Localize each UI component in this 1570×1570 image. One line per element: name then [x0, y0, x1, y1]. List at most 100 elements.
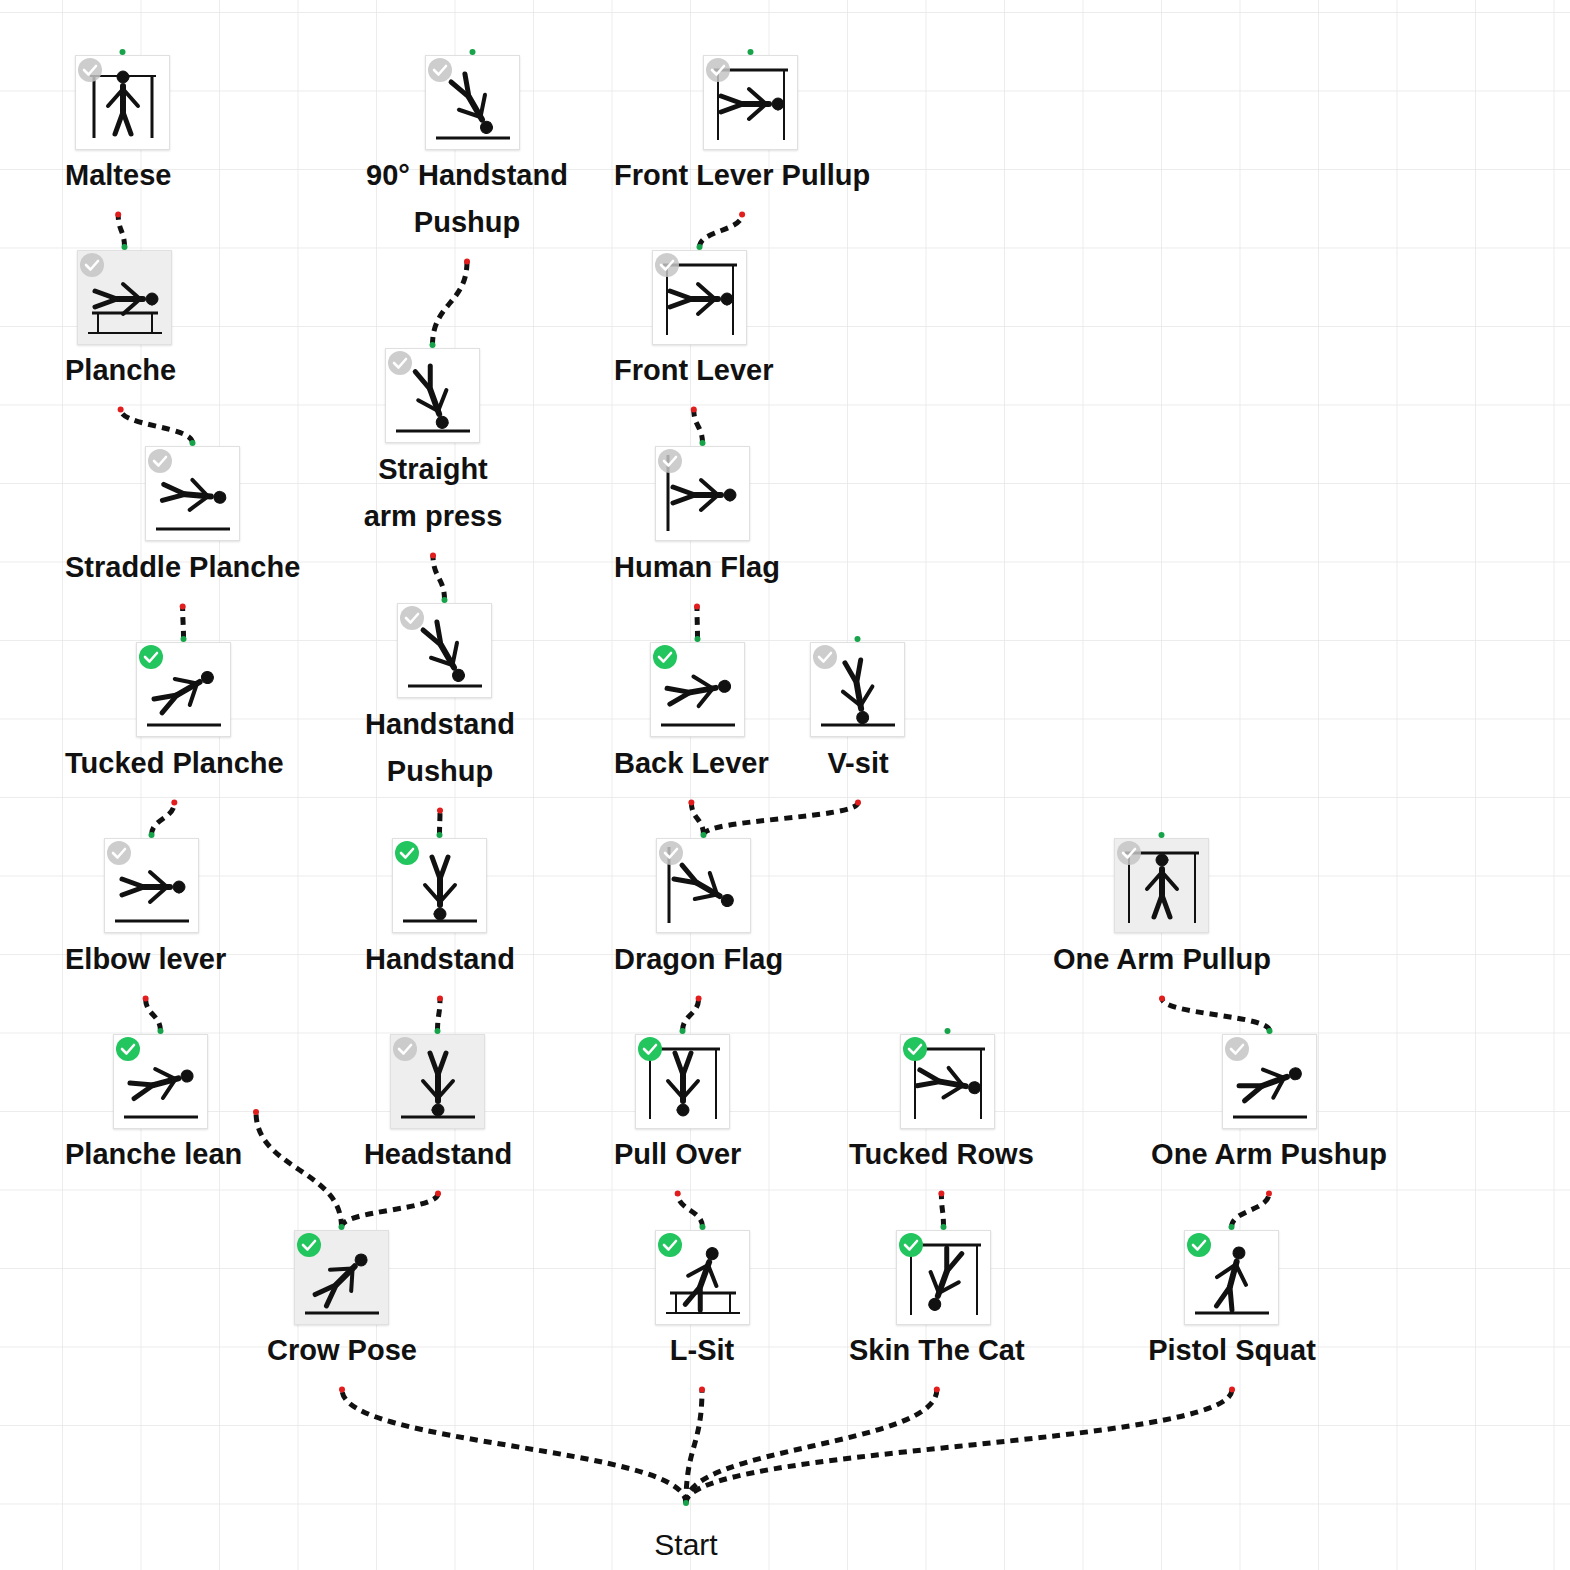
athlete-figure — [670, 284, 733, 314]
skill-icon — [656, 447, 749, 540]
skill-icon — [105, 839, 198, 932]
skill-node: 90° Handstand Pushup — [425, 55, 520, 150]
skill-label: Straddle Planche — [65, 544, 300, 591]
athlete-figure — [310, 1245, 376, 1311]
skill-icon — [76, 56, 169, 149]
skill-icon — [656, 1231, 749, 1324]
athlete-figure — [128, 1060, 197, 1105]
input-port — [437, 808, 443, 814]
athlete-figure — [666, 670, 733, 710]
input-port — [938, 1191, 944, 1197]
skill-label: Pull Over — [614, 1131, 741, 1178]
start-node: Start — [654, 1525, 717, 1565]
todo-badge — [388, 351, 412, 375]
todo-badge — [659, 841, 683, 865]
apparatus — [115, 920, 189, 922]
athlete-figure — [919, 1246, 969, 1315]
skill-node: Elbow lever — [104, 838, 199, 933]
skill-label: Handstand — [365, 936, 515, 983]
todo-badge — [78, 58, 102, 82]
skill-node: Tucked Rows — [900, 1034, 995, 1129]
done-badge — [638, 1037, 662, 1061]
apparatus — [305, 1312, 379, 1314]
apparatus — [1233, 1116, 1307, 1118]
skill-icon — [653, 251, 746, 344]
skill-node: Skin The Cat — [896, 1230, 991, 1325]
skill-label: Dragon Flag — [614, 936, 783, 983]
input-port — [180, 604, 186, 610]
apparatus — [436, 137, 510, 139]
skill-label: Human Flag — [614, 544, 780, 591]
athlete-figure — [108, 71, 138, 134]
prerequisite-connector — [700, 215, 743, 248]
skill-label: Front Lever — [614, 347, 774, 394]
prerequisite-connector — [683, 999, 699, 1032]
apparatus — [661, 724, 735, 726]
prerequisite-connector — [941, 1194, 943, 1228]
input-port — [435, 1191, 441, 1197]
input-port — [699, 1387, 705, 1393]
skill-icon — [1115, 839, 1208, 932]
athlete-figure — [425, 857, 455, 920]
skill-label: Pistol Squat — [1148, 1327, 1316, 1374]
skill-label: One Arm Pullup — [1053, 936, 1271, 983]
skill-icon — [398, 604, 491, 697]
todo-badge — [400, 606, 424, 630]
prerequisite-connector — [686, 1390, 937, 1504]
skill-icon — [1185, 1231, 1278, 1324]
skill-label: Elbow lever — [65, 936, 226, 983]
skill-icon — [146, 447, 239, 540]
skill-label: L-Sit — [670, 1327, 734, 1374]
input-port — [855, 800, 861, 806]
skill-icon — [386, 349, 479, 442]
input-port — [115, 212, 121, 218]
prerequisite-connector — [180, 607, 186, 640]
skill-label: Planche — [65, 347, 176, 394]
prerequisite-connector — [146, 999, 161, 1032]
input-port — [739, 212, 745, 218]
done-badge — [899, 1233, 923, 1257]
apparatus — [147, 724, 221, 726]
done-badge — [116, 1037, 140, 1061]
apparatus — [124, 1116, 198, 1118]
apparatus — [911, 1049, 985, 1119]
athlete-figure — [95, 284, 158, 314]
apparatus — [666, 1293, 740, 1313]
athlete-figure — [671, 859, 741, 916]
skill-icon — [897, 1231, 990, 1324]
prerequisite-connector — [118, 215, 124, 248]
todo-badge — [148, 449, 172, 473]
input-port — [171, 800, 177, 806]
prerequisite-connector — [704, 803, 859, 836]
skill-node: Straight arm press — [385, 348, 480, 443]
athlete-figure — [838, 659, 878, 726]
skill-label: Front Lever Pullup — [614, 152, 870, 199]
apparatus — [90, 76, 156, 138]
skill-icon — [78, 251, 171, 344]
prerequisite-connector — [433, 556, 445, 601]
output-port — [683, 1500, 689, 1506]
apparatus — [907, 1245, 981, 1315]
todo-badge — [813, 645, 837, 669]
skill-node: Planche lean — [113, 1034, 208, 1129]
skill-label: Planche lean — [65, 1131, 242, 1178]
skill-node: Front Lever — [652, 250, 747, 345]
athlete-figure — [679, 1243, 729, 1312]
athlete-figure — [445, 71, 502, 141]
input-port — [143, 996, 149, 1002]
skill-label: Tucked Planche — [65, 740, 284, 787]
skill-node: Back Lever — [650, 642, 745, 737]
athlete-figure — [1210, 1243, 1255, 1312]
skill-icon — [137, 643, 230, 736]
prerequisite-connector — [691, 803, 703, 836]
skill-node: One Arm Pushup — [1222, 1034, 1317, 1129]
skill-icon — [1223, 1035, 1316, 1128]
skill-label: 90° Handstand Pushup — [350, 152, 585, 246]
skill-label: Skin The Cat — [849, 1327, 1025, 1374]
prerequisite-connector — [1232, 1194, 1270, 1228]
done-badge — [658, 1233, 682, 1257]
skill-icon — [295, 1231, 388, 1324]
skill-label: Back Lever — [614, 740, 769, 787]
skill-icon — [391, 1035, 484, 1128]
